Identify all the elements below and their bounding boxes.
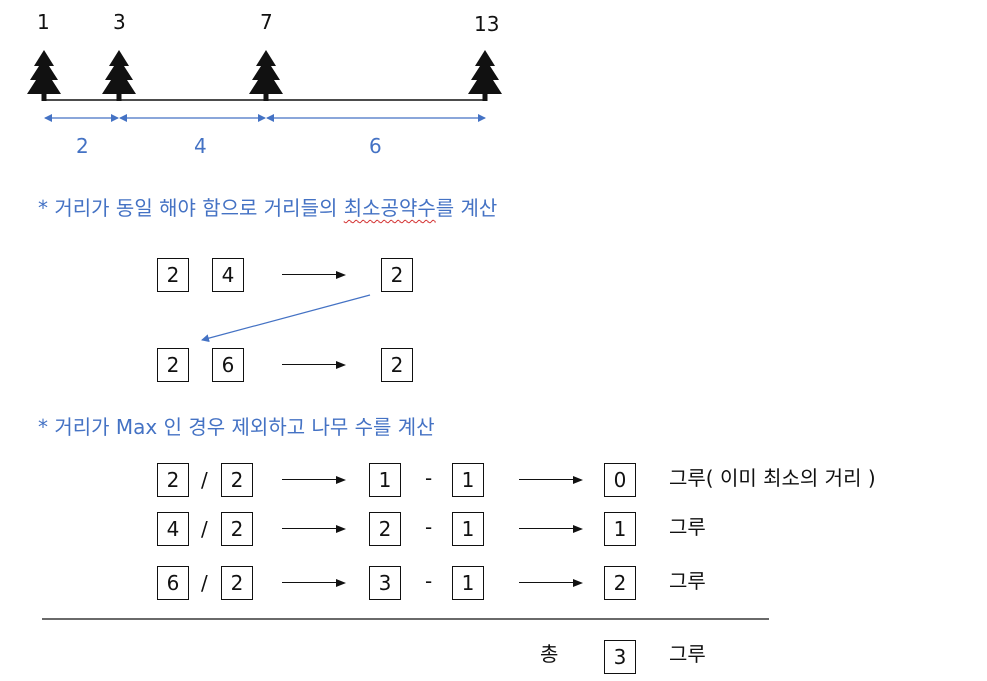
- right-arrow-icon: [282, 577, 346, 589]
- value-box: 4: [212, 258, 244, 292]
- gap-label: 6: [369, 134, 382, 158]
- count-suffix: 그루: [669, 569, 706, 593]
- gap-label: 4: [194, 134, 207, 158]
- result-box: 2: [381, 258, 413, 292]
- result-box: 2: [381, 348, 413, 382]
- count-box: 2: [604, 566, 636, 600]
- gcd-note-suffix: 를 계산: [435, 196, 498, 220]
- total-suffix: 그루: [669, 642, 706, 666]
- quotient-box: 2: [369, 512, 401, 546]
- pine-tree-icon: [249, 50, 283, 101]
- right-arrow-icon: [282, 474, 346, 486]
- gap-box: 6: [157, 566, 189, 600]
- pine-tree-icon: [27, 50, 61, 101]
- carry-over-arrow: [201, 294, 371, 343]
- count-suffix: 그루( 이미 최소의 거리 ): [669, 466, 876, 490]
- count-box: 1: [604, 512, 636, 546]
- tree-label: 13: [474, 12, 500, 36]
- gcd-note: * 거리가 동일 해야 함으로 거리들의 최소공약수를 계산: [38, 198, 497, 218]
- right-arrow-icon: [519, 577, 583, 589]
- tree-label: 7: [260, 10, 273, 34]
- pine-tree-icon: [102, 50, 136, 101]
- gcd-note-underlined: 최소공약수: [343, 196, 436, 220]
- count-box: 0: [604, 463, 636, 497]
- right-arrow-icon: [282, 359, 346, 371]
- gcd-note-prefix: * 거리가 동일 해야 함으로 거리들의: [38, 196, 344, 220]
- minus-box: 1: [452, 512, 484, 546]
- gcd-box: 2: [221, 512, 253, 546]
- gap-box: 4: [157, 512, 189, 546]
- tree-count-note: * 거리가 Max 인 경우 제외하고 나무 수를 계산: [38, 415, 435, 439]
- count-suffix: 그루: [669, 515, 706, 539]
- minus-symbol: -: [425, 515, 433, 539]
- divide-symbol: /: [201, 517, 208, 541]
- total-box: 3: [604, 640, 636, 674]
- quotient-box: 1: [369, 463, 401, 497]
- pine-tree-icon: [468, 50, 502, 101]
- value-box: 2: [157, 258, 189, 292]
- right-arrow-icon: [519, 474, 583, 486]
- minus-symbol: -: [425, 569, 433, 593]
- gcd-box: 2: [221, 566, 253, 600]
- value-box: 2: [157, 348, 189, 382]
- tree-label: 3: [113, 10, 126, 34]
- right-arrow-icon: [519, 523, 583, 535]
- minus-symbol: -: [425, 466, 433, 490]
- right-arrow-icon: [282, 269, 346, 281]
- tree-label: 1: [37, 10, 50, 34]
- minus-box: 1: [452, 463, 484, 497]
- divide-symbol: /: [201, 571, 208, 595]
- gap-box: 2: [157, 463, 189, 497]
- value-box: 6: [212, 348, 244, 382]
- quotient-box: 3: [369, 566, 401, 600]
- right-arrow-icon: [282, 523, 346, 535]
- gcd-box: 2: [221, 463, 253, 497]
- gap-label: 2: [76, 134, 89, 158]
- minus-box: 1: [452, 566, 484, 600]
- divide-symbol: /: [201, 468, 208, 492]
- total-label: 총: [540, 642, 559, 666]
